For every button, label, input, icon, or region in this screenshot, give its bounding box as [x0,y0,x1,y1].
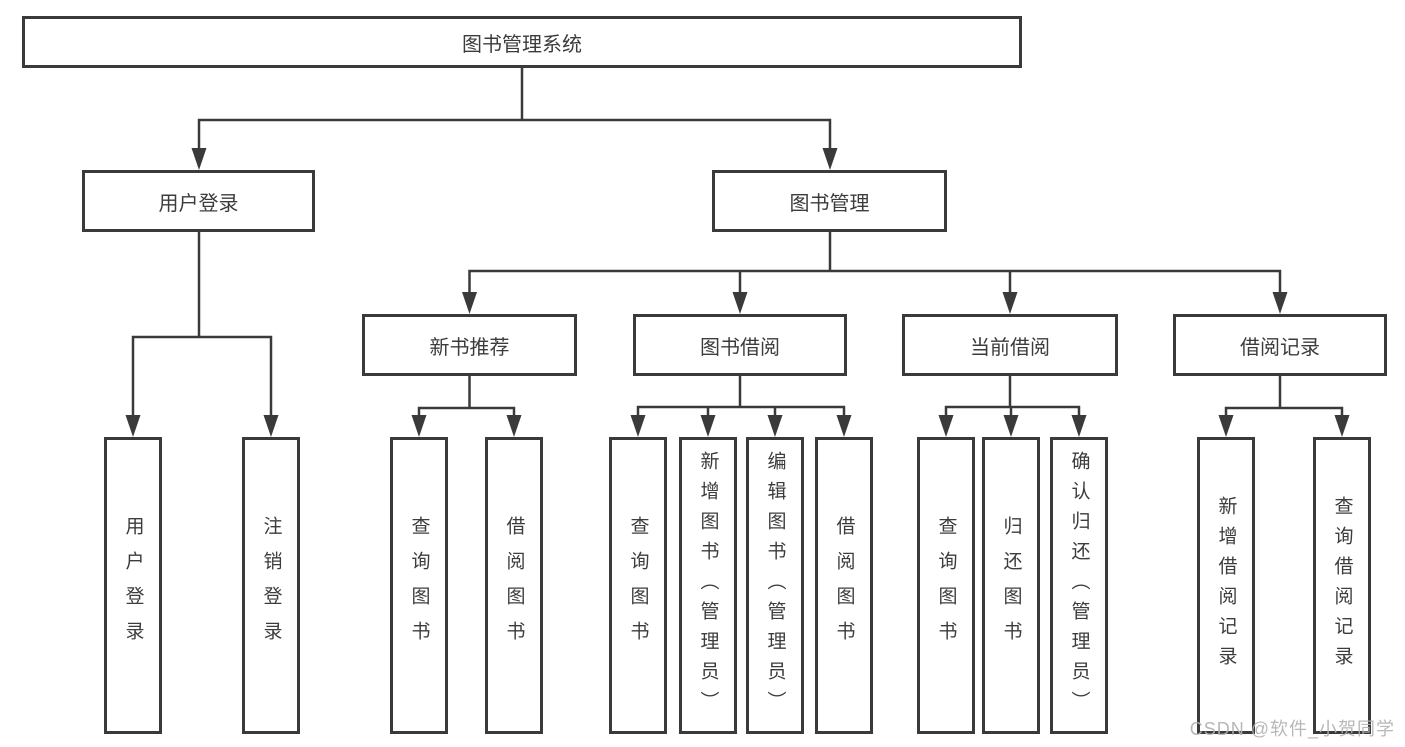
node-current-borrow: 当前借阅 [902,314,1118,376]
leaf-add-borrow-record: 新增借阅记录 [1197,437,1255,734]
leaf-logout-login: 注销登录 [242,437,300,734]
node-new-book-recommend: 新书推荐 [362,314,577,376]
node-user-login: 用户登录 [82,170,315,232]
csdn-watermark: CSDN @软件_小贺同学 [1189,719,1395,739]
leaf-edit-book-admin: 编辑图书（管理员） [746,437,804,734]
leaf-query-borrow-record: 查询借阅记录 [1313,437,1371,734]
leaf-user-login: 用户登录 [104,437,162,734]
leaf-borrow-books-recommend: 借阅图书 [485,437,543,734]
leaf-query-books-current: 查询图书 [917,437,975,734]
arrowhead-icons [125,148,1350,437]
leaf-confirm-return-admin: 确认归还（管理员） [1050,437,1108,734]
leaf-borrow-books: 借阅图书 [815,437,873,734]
node-borrow-records: 借阅记录 [1173,314,1387,376]
leaf-query-books-borrow: 查询图书 [609,437,667,734]
node-root-system: 图书管理系统 [22,16,1022,68]
leaf-return-books: 归还图书 [982,437,1040,734]
node-book-borrow: 图书借阅 [633,314,847,376]
node-book-management: 图书管理 [712,170,947,232]
leaf-query-books-recommend: 查询图书 [390,437,448,734]
leaf-add-book-admin: 新增图书（管理员） [679,437,737,734]
